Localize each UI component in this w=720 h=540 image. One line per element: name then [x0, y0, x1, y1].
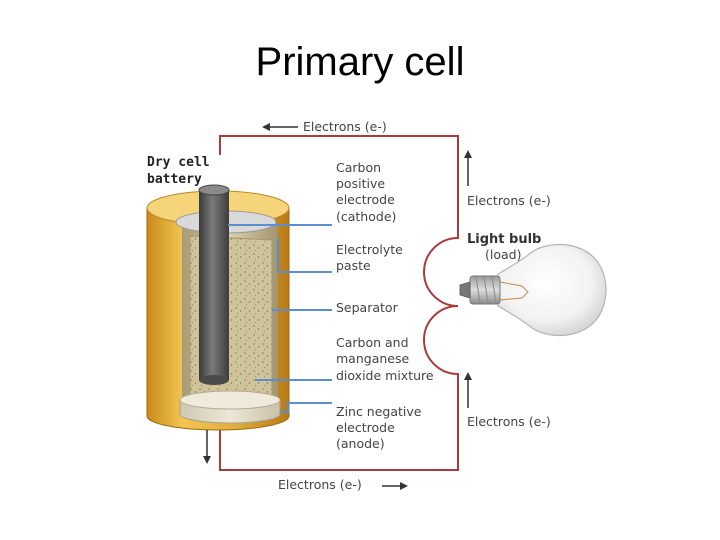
label-cathode-line-1: Carbon — [336, 160, 381, 175]
label-light-bulb: Light bulb (load) — [467, 232, 541, 262]
battery-title: Dry cell battery — [147, 155, 210, 187]
label-anode-line-1: Zinc negative — [336, 404, 422, 419]
label-mixture-line-1: Carbon and — [336, 335, 409, 350]
label-cathode-line-4: (cathode) — [336, 209, 396, 224]
bulb-filament — [499, 281, 529, 301]
callout-electrolyte — [277, 238, 332, 273]
flow-label-right-top: Electrons (e-) — [467, 193, 551, 208]
carbon-rod-top — [198, 184, 230, 196]
arrow-bottom-right — [382, 482, 408, 490]
bulb-title: Light bulb — [467, 232, 541, 247]
label-separator-line-1: Separator — [336, 300, 399, 315]
flow-label-right-bottom: Electrons (e-) — [467, 414, 551, 429]
bulb-subtitle: (load) — [485, 247, 521, 262]
carbon-rod-base — [199, 375, 229, 385]
label-electrolyte: Electrolyte paste — [336, 242, 403, 273]
slide-title: Primary cell — [255, 40, 465, 84]
arrow-right-up-top — [464, 150, 472, 186]
flow-label-bottom: Electrons (e-) — [278, 477, 362, 492]
cell-base-top — [179, 390, 281, 410]
bulb-contact — [459, 281, 471, 299]
arrow-right-up-bottom — [464, 372, 472, 408]
label-electrolyte-line-2: paste — [336, 258, 371, 273]
arrow-left-down — [203, 430, 211, 464]
battery-title-line-2: battery — [147, 172, 202, 187]
battery-title-line-1: Dry cell — [147, 155, 210, 170]
callout-anode — [280, 402, 332, 413]
label-separator: Separator — [336, 300, 399, 315]
arrow-top-left — [262, 123, 298, 131]
label-mixture-line-3: dioxide mixture — [336, 368, 434, 383]
callout-lines — [228, 224, 332, 413]
carbon-rod — [199, 190, 229, 380]
label-anode: Zinc negative electrode (anode) — [336, 404, 422, 451]
label-cathode-line-2: positive — [336, 176, 385, 191]
label-anode-line-3: (anode) — [336, 436, 385, 451]
label-mixture-line-2: manganese — [336, 351, 409, 366]
label-electrolyte-line-1: Electrolyte — [336, 242, 403, 257]
label-mixture: Carbon and manganese dioxide mixture — [336, 335, 434, 383]
bulb-glass — [497, 243, 607, 337]
bulb-thread-lines — [475, 276, 497, 304]
circuit-wire — [219, 135, 459, 471]
light-bulb — [459, 243, 607, 337]
label-anode-line-2: electrode — [336, 420, 395, 435]
dry-cell-battery — [146, 184, 290, 431]
label-cathode: Carbon positive electrode (cathode) — [336, 160, 396, 224]
label-cathode-line-3: electrode — [336, 192, 395, 207]
flow-label-top: Electrons (e-) — [303, 119, 387, 134]
flow-arrows — [203, 123, 472, 490]
